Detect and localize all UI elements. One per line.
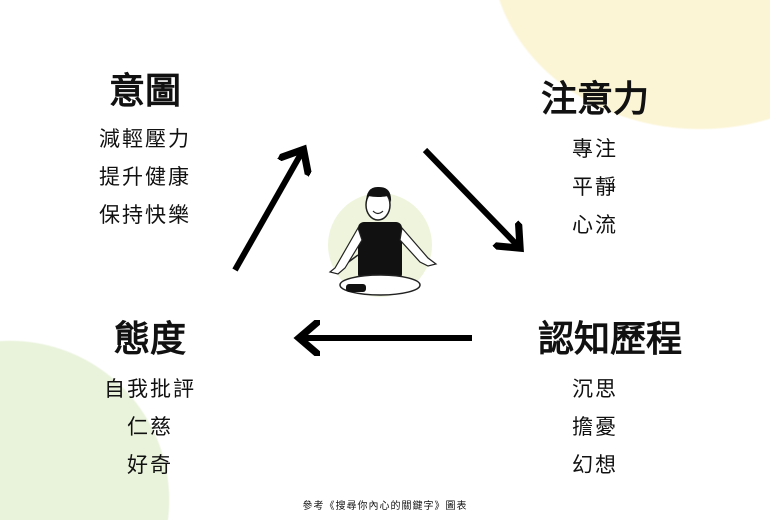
node-item: 自我批評 bbox=[104, 377, 196, 401]
node-item: 保持快樂 bbox=[99, 203, 191, 227]
arrow-intention-to-attention bbox=[422, 147, 518, 246]
source-caption: 參考《搜尋你內心的關鍵字》圖表 bbox=[302, 501, 468, 512]
node-item: 提升健康 bbox=[99, 165, 191, 189]
node-item: 好奇 bbox=[127, 453, 173, 477]
node-attention: 注意力 專注 平靜 心流 bbox=[525, 78, 665, 244]
node-item: 幻想 bbox=[572, 453, 618, 477]
node-item: 平靜 bbox=[572, 175, 618, 199]
node-item: 心流 bbox=[572, 213, 618, 237]
node-attitude: 態度 自我批評 仁慈 好奇 bbox=[95, 318, 205, 484]
node-title: 注意力 bbox=[540, 79, 649, 120]
node-item: 擔憂 bbox=[572, 415, 618, 439]
meditating-person-illustration bbox=[328, 186, 438, 297]
node-item: 仁慈 bbox=[127, 415, 173, 439]
node-intention: 意圖 減輕壓力 提升健康 保持快樂 bbox=[90, 70, 200, 234]
arrow-attitude-to-intention bbox=[232, 152, 302, 272]
node-item: 減輕壓力 bbox=[99, 127, 191, 151]
node-title: 意圖 bbox=[108, 71, 181, 112]
node-title: 認知歷程 bbox=[537, 319, 682, 360]
node-cognition: 認知歷程 沉思 擔憂 幻想 bbox=[515, 318, 705, 484]
node-item: 沉思 bbox=[572, 377, 618, 401]
node-title: 態度 bbox=[113, 319, 186, 360]
node-item: 專注 bbox=[572, 137, 618, 161]
